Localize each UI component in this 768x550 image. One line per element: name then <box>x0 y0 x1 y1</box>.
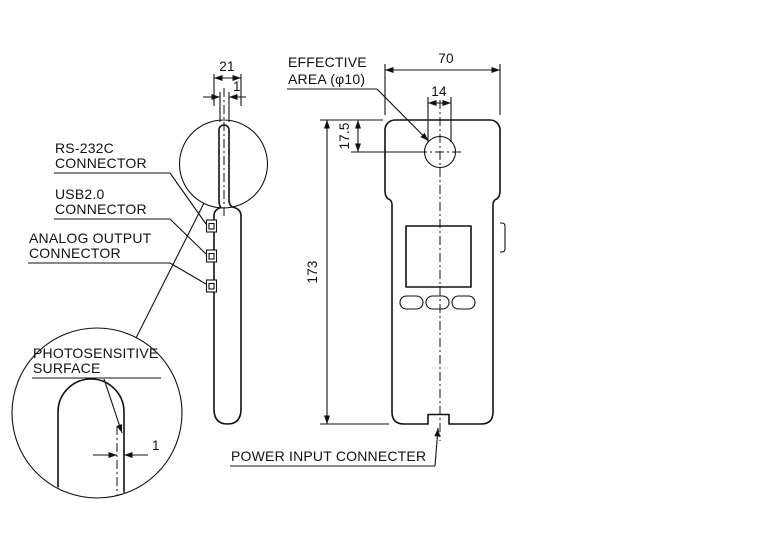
callout-leader <box>376 88 429 142</box>
rs232c-label-line2: CONNECTOR <box>55 155 147 171</box>
connector-outer <box>205 219 218 233</box>
rs232c-connector-icon <box>205 219 218 233</box>
connector-callouts: RS-232C CONNECTOR USB2.0 CONNECTOR ANALO… <box>28 140 207 285</box>
callout-leader <box>434 427 441 467</box>
detail-view: 1 PHOTOSENSITIVE SURFACE <box>11 327 183 499</box>
callout-effective-area: EFFECTIVE AREA (φ10) <box>287 54 429 142</box>
analog-connector-icon <box>205 279 218 293</box>
callout-leader <box>169 172 207 225</box>
effective-area-label-line1: EFFECTIVE <box>288 54 367 70</box>
callout-leader <box>103 378 123 434</box>
detail-view-circle <box>11 327 183 499</box>
dimension-front-width: 70 <box>384 51 501 115</box>
usb-connector-icon <box>205 249 218 263</box>
sensor-tip-profile <box>57 378 125 497</box>
dimension-side-thickness: 21 <box>213 59 242 106</box>
device-button-1 <box>399 295 424 310</box>
detail-view-content: 1 <box>57 378 160 497</box>
effective-area-circle <box>423 135 457 169</box>
dimension-value-173: 173 <box>305 260 320 283</box>
callout-analog: ANALOG OUTPUT CONNECTOR <box>28 230 207 285</box>
dimension-aperture-depth: 17.5 <box>337 120 423 153</box>
connector-inner <box>208 282 215 290</box>
side-view: 21 1 <box>135 59 269 425</box>
callout-leader <box>169 262 207 285</box>
connector-inner <box>208 252 215 260</box>
analog-label-line2: CONNECTOR <box>29 245 121 261</box>
lcd-display <box>405 225 472 288</box>
dimension-value-detail-1: 1 <box>152 438 160 453</box>
photosensitive-label-line2: SURFACE <box>33 360 101 376</box>
callout-rs232c: RS-232C CONNECTOR <box>54 140 207 225</box>
device-button-3 <box>451 295 476 310</box>
dimension-value-21: 21 <box>219 59 234 74</box>
dimension-tip-thickness: 1 <box>203 79 246 122</box>
callout-power-input: POWER INPUT CONNECTER <box>230 427 441 467</box>
side-button <box>500 222 506 253</box>
dimension-value-17-5: 17.5 <box>337 122 352 149</box>
photosensitive-label-line1: PHOTOSENSITIVE <box>33 345 158 361</box>
dimension-value-70: 70 <box>438 51 453 66</box>
analog-label-line1: ANALOG OUTPUT <box>29 230 152 246</box>
connector-inner <box>208 222 215 230</box>
side-profile-outline <box>213 124 242 425</box>
connector-outer <box>205 249 218 263</box>
usb-label-line1: USB2.0 <box>55 186 104 202</box>
callout-leader <box>169 218 207 255</box>
dimension-body-height: 173 <box>305 119 389 425</box>
detail-indicator-circle <box>178 119 269 209</box>
effective-area-label-line2: AREA (φ10) <box>288 71 365 87</box>
front-view: 70 14 17.5 173 EFFECTIVE AREA (φ10) <box>230 51 506 467</box>
dimension-value-1: 1 <box>233 79 241 94</box>
device-button-2 <box>425 295 450 310</box>
callout-usb: USB2.0 CONNECTOR <box>54 186 207 255</box>
usb-label-line2: CONNECTOR <box>55 201 147 217</box>
detail-connector-line <box>135 202 205 339</box>
power-input-label: POWER INPUT CONNECTER <box>231 448 426 464</box>
dimension-value-14: 14 <box>431 84 447 99</box>
connector-outer <box>205 279 218 293</box>
rs232c-label-line1: RS-232C <box>55 140 114 156</box>
front-body-outline <box>384 119 501 425</box>
